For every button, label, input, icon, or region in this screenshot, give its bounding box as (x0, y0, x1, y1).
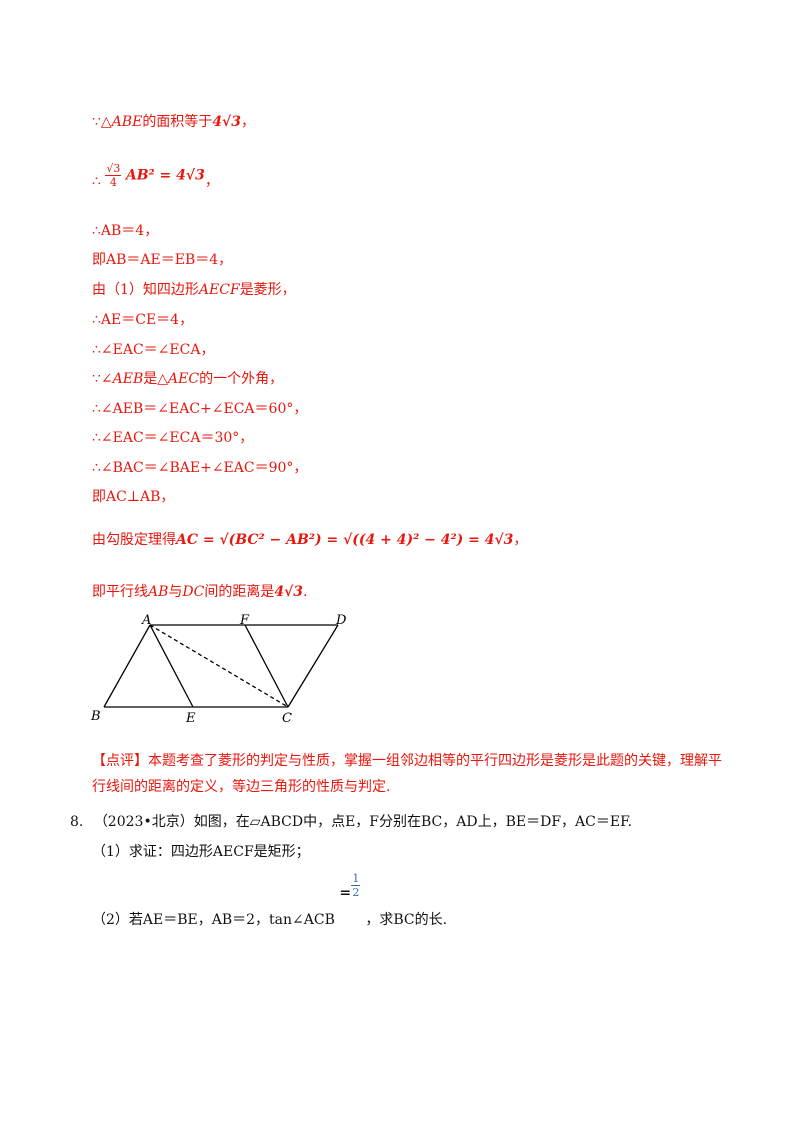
fraction: √3 4 (105, 162, 122, 189)
math-value: 4√3 (274, 584, 304, 600)
text: AB (148, 584, 169, 600)
segment-AC-dashed (149, 624, 289, 708)
text: 由（1）知四边形 (92, 282, 199, 298)
problem-8-part-1: （1）求证：四边形AECF是矩形； (92, 844, 310, 860)
text: 的面积等于 (142, 114, 213, 130)
solution-line-8: ∵∠AEB是△AEC的一个外角， (92, 369, 283, 389)
math-value: 4√3 (212, 114, 241, 130)
solution-line-5: 由（1）知四边形AECF是菱形， (92, 280, 296, 300)
text: ， (241, 114, 255, 130)
solution-line-9: ∴∠AEB＝∠EAC+∠ECA＝60°， (92, 401, 308, 417)
label-A: A (141, 613, 151, 628)
text: 即平行线 (92, 584, 148, 600)
text: ∵△ (92, 114, 112, 130)
label-C: C (282, 711, 292, 726)
segment-DC (287, 624, 339, 708)
comment-block: 【点评】本题考查了菱形的判定与性质，掌握一组邻边相等的平行四边形是菱形是此题的关… (92, 748, 722, 800)
segment-AE (149, 624, 194, 708)
solution-line-10: ∴∠EAC＝∠ECA＝30°， (92, 430, 254, 446)
problem-8-part-2: （2）若AE＝BE，AB＝2，tan∠ACB = 1 2 ，求BC的长. (92, 872, 448, 930)
comment-tag: 【点评】 (92, 753, 148, 769)
parallelogram-figure: A F D B E C (90, 613, 347, 726)
segment-FC (244, 624, 289, 708)
text: AECF (198, 282, 240, 298)
fraction: 1 2 (351, 872, 361, 899)
equals-sign: = (339, 885, 352, 901)
fraction-numerator: √3 (105, 162, 122, 176)
text: AEB (112, 371, 144, 387)
math-expression: AC = √(BC² − AB²) = √((4 + 4)² − 4²) = 4… (176, 532, 514, 548)
solution-line-2: ∴ √3 4 AB² = 4√3， (92, 162, 219, 192)
text: 间的距离是 (204, 584, 275, 600)
label-D: D (335, 613, 347, 628)
text: ABE (111, 114, 143, 130)
fraction-denominator: 2 (352, 886, 360, 899)
problem-number: 8. (70, 814, 84, 830)
solution-line-1: ∵△ABE的面积等于4√3， (92, 112, 255, 132)
label-F: F (239, 613, 250, 628)
therefore-symbol: ∴ (92, 173, 101, 190)
fraction-numerator: 1 (351, 872, 361, 886)
text: 与 (168, 584, 183, 600)
text: 的一个外角， (199, 371, 284, 387)
solution-line-3: ∴AB＝4， (92, 223, 159, 239)
text: ，求BC的长. (365, 912, 448, 928)
text: 是菱形， (239, 282, 296, 298)
tan-value: = 1 2 (339, 872, 365, 924)
solution-line-14: 即平行线AB与DC间的距离是4√3. (92, 582, 307, 602)
problem-source: （2023•北京） (93, 814, 194, 830)
text: ， (204, 173, 219, 190)
text: （2）若AE＝BE，AB＝2，tan∠ACB (92, 912, 335, 928)
text: . (303, 584, 308, 600)
solution-line-11: ∴∠BAC＝∠BAE+∠EAC＝90°， (92, 460, 308, 476)
text: ∵∠ (92, 371, 113, 387)
solution-line-6: ∴AE＝CE＝4， (92, 312, 194, 328)
text: DC (182, 584, 205, 600)
text: AEC (168, 371, 200, 387)
solution-line-7: ∴∠EAC＝∠ECA， (92, 342, 215, 358)
text: 是△ (143, 371, 169, 387)
problem-text: 如图，在▱ABCD中，点E，F分别在BC，AD上，BE＝DF，AC＝EF. (193, 814, 633, 830)
segment-AB (103, 624, 151, 708)
text: ， (513, 532, 528, 548)
comment-text: 本题考查了菱形的判定与性质，掌握一组邻边相等的平行四边形是菱形是此题的关键，理解… (92, 753, 722, 795)
solution-line-4: 即AB＝AE＝EB＝4， (92, 252, 233, 268)
problem-8-stem: 8. （2023•北京）如图，在▱ABCD中，点E，F分别在BC，AD上，BE＝… (70, 812, 632, 832)
fraction-denominator: 4 (109, 176, 117, 189)
text: 由勾股定理得 (92, 532, 176, 548)
label-E: E (185, 711, 196, 726)
solution-line-13: 由勾股定理得AC = √(BC² − AB²) = √((4 + 4)² − 4… (92, 530, 527, 550)
solution-line-12: 即AC⊥AB， (92, 489, 175, 505)
label-B: B (90, 709, 101, 724)
math-expression: AB² = 4√3 (125, 167, 205, 184)
